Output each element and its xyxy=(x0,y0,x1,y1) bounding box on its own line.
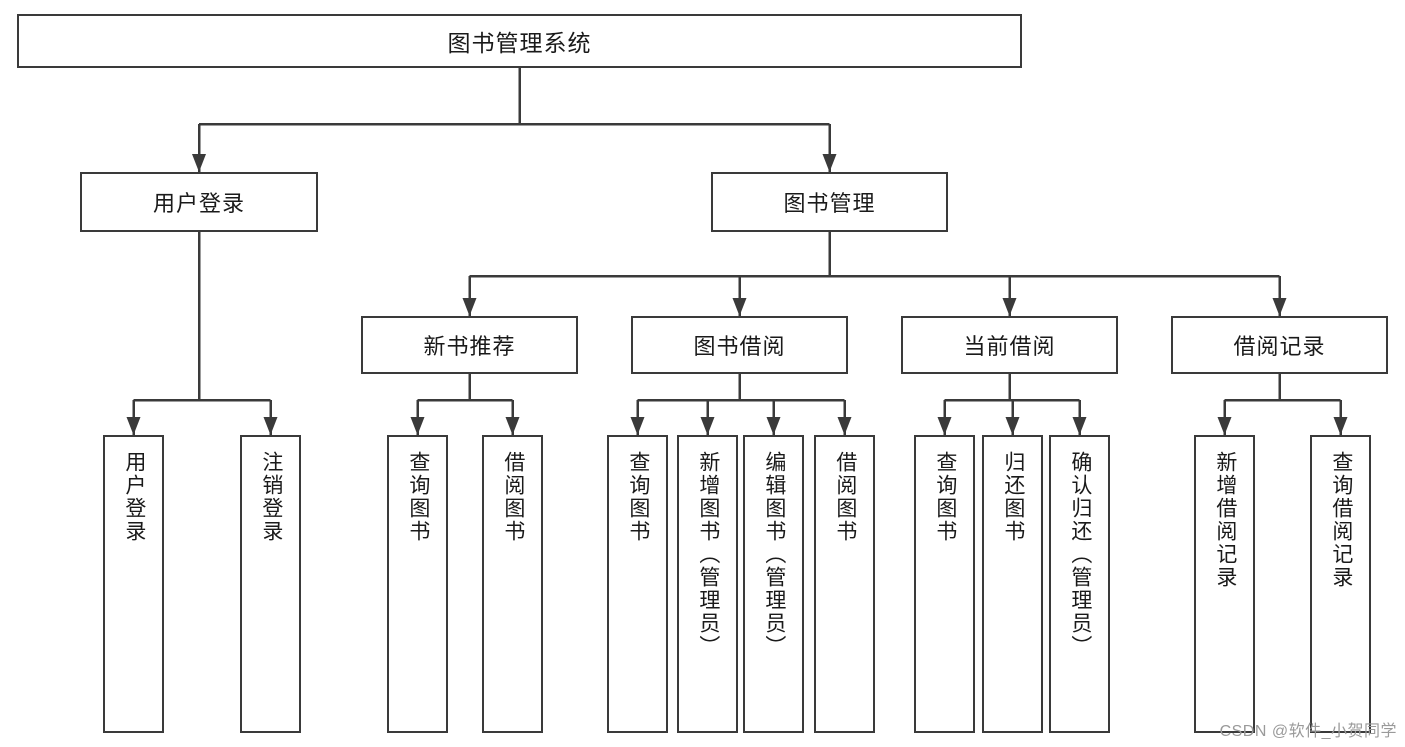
node-borrow-record[interactable]: 借阅记录 xyxy=(1171,316,1388,374)
leaf-label: 编辑图书（管理员） xyxy=(762,451,786,658)
node-new-book-rec[interactable]: 新书推荐 xyxy=(361,316,578,374)
leaf-label: 新增图书（管理员） xyxy=(696,451,720,658)
leaf-label: 查询图书 xyxy=(406,451,430,543)
leaf-label: 确认归还（管理员） xyxy=(1068,451,1092,658)
leaf-label: 借阅图书 xyxy=(833,451,857,543)
csdn-watermark: CSDN @软件_小贺同学 xyxy=(1219,723,1397,740)
node-leaf-query-book-1[interactable]: 查询图书 xyxy=(387,435,448,733)
leaf-label: 查询图书 xyxy=(933,451,957,543)
leaf-label: 查询借阅记录 xyxy=(1329,451,1353,589)
node-leaf-user-logout[interactable]: 注销登录 xyxy=(240,435,301,733)
node-current-borrow[interactable]: 当前借阅 xyxy=(901,316,1118,374)
node-leaf-user-login[interactable]: 用户登录 xyxy=(103,435,164,733)
node-leaf-confirm-return[interactable]: 确认归还（管理员） xyxy=(1049,435,1110,733)
node-leaf-borrow-book-1[interactable]: 借阅图书 xyxy=(482,435,543,733)
node-leaf-query-book-2[interactable]: 查询图书 xyxy=(607,435,668,733)
node-leaf-query-book-3[interactable]: 查询图书 xyxy=(914,435,975,733)
node-book-manage[interactable]: 图书管理 xyxy=(711,172,948,232)
leaf-label: 归还图书 xyxy=(1001,451,1025,543)
node-book-borrow[interactable]: 图书借阅 xyxy=(631,316,848,374)
node-leaf-add-record[interactable]: 新增借阅记录 xyxy=(1194,435,1255,733)
node-user-login[interactable]: 用户登录 xyxy=(80,172,318,232)
leaf-label: 新增借阅记录 xyxy=(1213,451,1237,589)
node-leaf-return-book[interactable]: 归还图书 xyxy=(982,435,1043,733)
node-leaf-borrow-book-2[interactable]: 借阅图书 xyxy=(814,435,875,733)
leaf-label: 借阅图书 xyxy=(501,451,525,543)
node-leaf-add-book[interactable]: 新增图书（管理员） xyxy=(677,435,738,733)
leaf-label: 注销登录 xyxy=(259,451,283,543)
leaf-label: 用户登录 xyxy=(122,451,146,543)
leaf-label: 查询图书 xyxy=(626,451,650,543)
node-leaf-edit-book[interactable]: 编辑图书（管理员） xyxy=(743,435,804,733)
node-root[interactable]: 图书管理系统 xyxy=(17,14,1022,68)
node-leaf-query-record[interactable]: 查询借阅记录 xyxy=(1310,435,1371,733)
